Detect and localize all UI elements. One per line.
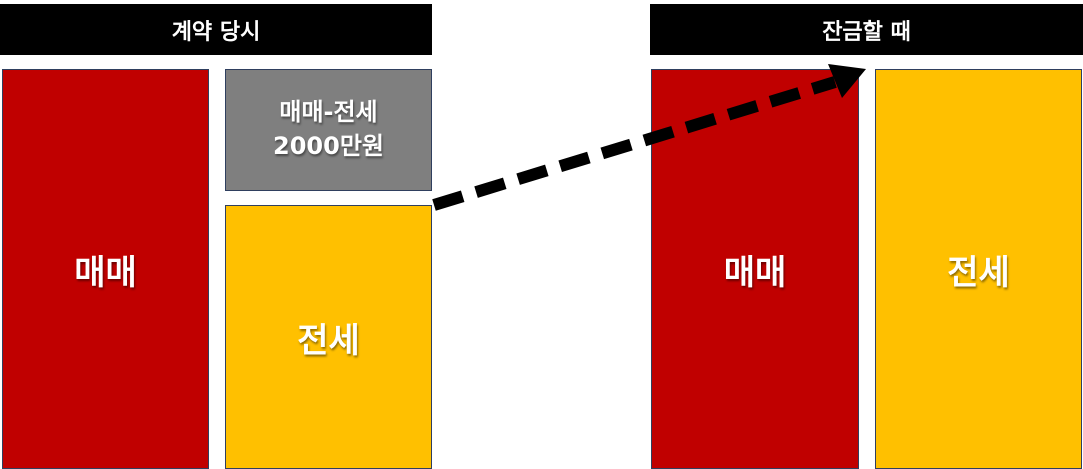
jeonse-block-left: 전세 [225,205,432,469]
sale-label: 매매 [74,252,137,293]
header-balance-time: 잔금할 때 [650,4,1083,55]
sale-block-right: 매매 [651,69,859,469]
jeonse-label: 전세 [297,320,360,361]
gap-label-line1: 매매-전세 [279,98,378,127]
sale-label: 매매 [723,252,787,293]
jeonse-label: 전세 [947,252,1010,293]
gap-block: 매매-전세 2000만원 [225,69,432,191]
arrowhead-icon [828,64,866,98]
jeonse-block-right: 전세 [875,69,1082,469]
gap-label-line2: 2000만원 [273,132,384,160]
sale-block-left: 매매 [2,69,209,469]
header-contract-time: 계약 당시 [0,4,432,55]
